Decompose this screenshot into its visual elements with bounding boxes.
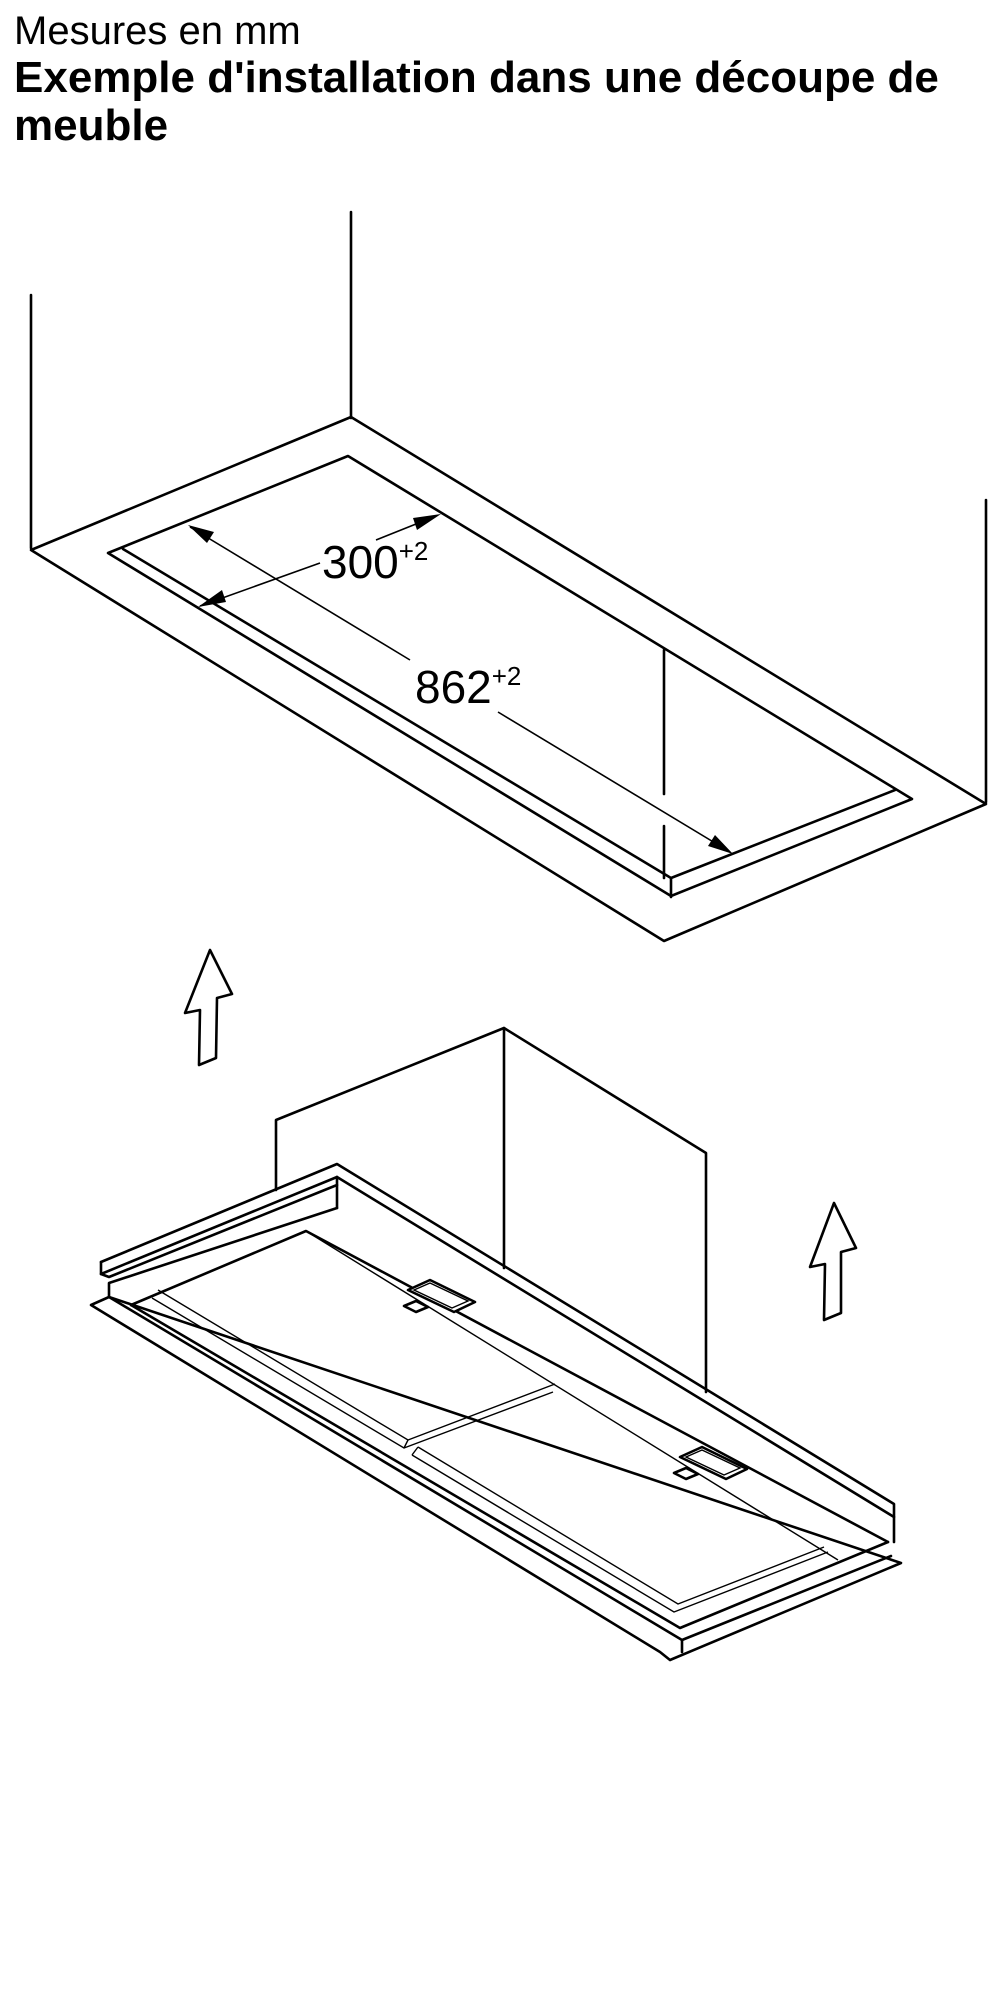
frame-back-lip	[99, 1175, 339, 1276]
light-module-right	[672, 1445, 749, 1481]
light-module-left-tab	[402, 1299, 430, 1314]
frame-back-lip-inner	[99, 1183, 339, 1279]
trim-ring-right	[680, 1554, 893, 1642]
dimension-length-label: 862+2	[415, 661, 521, 713]
inner-tray-front	[129, 1303, 890, 1630]
header: Mesures en mm Exemple d'installation dan…	[14, 8, 994, 150]
arrowhead-width-right	[413, 514, 441, 530]
up-arrow-icon	[808, 1201, 858, 1322]
light-module-right-tab	[672, 1466, 700, 1481]
up-arrow-icon	[183, 948, 234, 1067]
trim-ring-left	[107, 1206, 339, 1299]
filter-divider-b	[411, 1446, 419, 1456]
light-module-right-outer	[678, 1445, 749, 1481]
frame-top-inner	[335, 1175, 896, 1519]
cabinet-cutout	[29, 210, 988, 943]
light-module-left-outer	[406, 1278, 477, 1314]
dimension-line-length-lower	[497, 711, 731, 853]
filter-panel-right-edge	[417, 1446, 825, 1605]
dimension-length: 862+2	[188, 525, 733, 854]
trim-ring-front	[107, 1295, 684, 1654]
inner-tray-back	[129, 1229, 890, 1544]
filter-divider-a	[403, 1439, 409, 1449]
cutout-outer-edge	[106, 454, 914, 898]
light-module-right-inner	[684, 1449, 742, 1476]
dimension-line-length-upper	[189, 526, 411, 661]
motor-housing	[274, 1026, 708, 1394]
dimension-width: 300+2	[198, 514, 441, 607]
cutout-rim-right	[669, 788, 897, 880]
filter-panel-right-edge-2	[411, 1454, 829, 1613]
lift-arrow-left	[183, 948, 234, 1067]
hood-center-line	[305, 1230, 839, 1561]
lift-arrow-right	[808, 1201, 858, 1322]
light-module-left	[402, 1278, 477, 1314]
cabinet-bottom-panel	[29, 415, 988, 943]
arrowhead-length-bottom	[708, 835, 733, 854]
page-title: Exemple d'installation dans une découpe …	[14, 53, 939, 150]
filter-panel-left-edge	[157, 1289, 556, 1441]
frame-top-edge	[99, 1162, 896, 1544]
light-module-left-inner	[412, 1282, 470, 1309]
arrowhead-length-top	[188, 525, 214, 543]
hood-insert	[89, 1026, 903, 1662]
arrowhead-width-left	[198, 590, 226, 607]
dimension-width-label: 300+2	[322, 536, 428, 588]
units-label: Mesures en mm	[14, 9, 301, 53]
trim-ring-outer	[89, 1295, 903, 1662]
